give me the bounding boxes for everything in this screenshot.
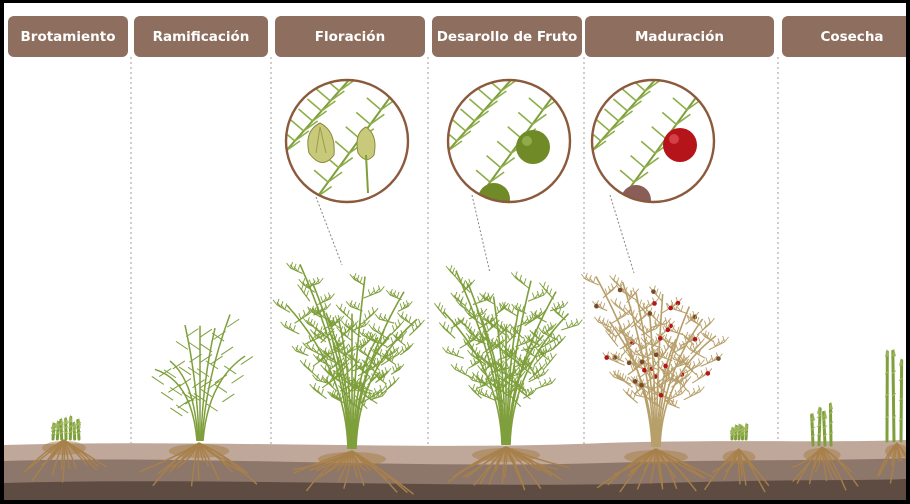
plant-sparse [152,314,253,441]
shoots [811,401,833,445]
shoots [51,414,81,439]
green-berry [516,130,550,164]
soil-layers [4,440,906,500]
diagram-canvas: Brotamiento Ramificación Floración Desar… [4,3,906,500]
red-berry [663,128,697,162]
shoots [730,422,748,439]
detail-inset [578,69,714,215]
shoots [885,348,903,441]
plant [273,262,424,449]
leader-line [472,195,490,273]
plant [434,265,582,445]
leader-line [610,195,634,273]
leader-line [316,197,342,265]
detail-inset [434,69,570,215]
detail-inset [272,69,408,211]
plant [581,273,728,447]
growth-scene [4,3,906,500]
detail-insets [272,69,714,273]
